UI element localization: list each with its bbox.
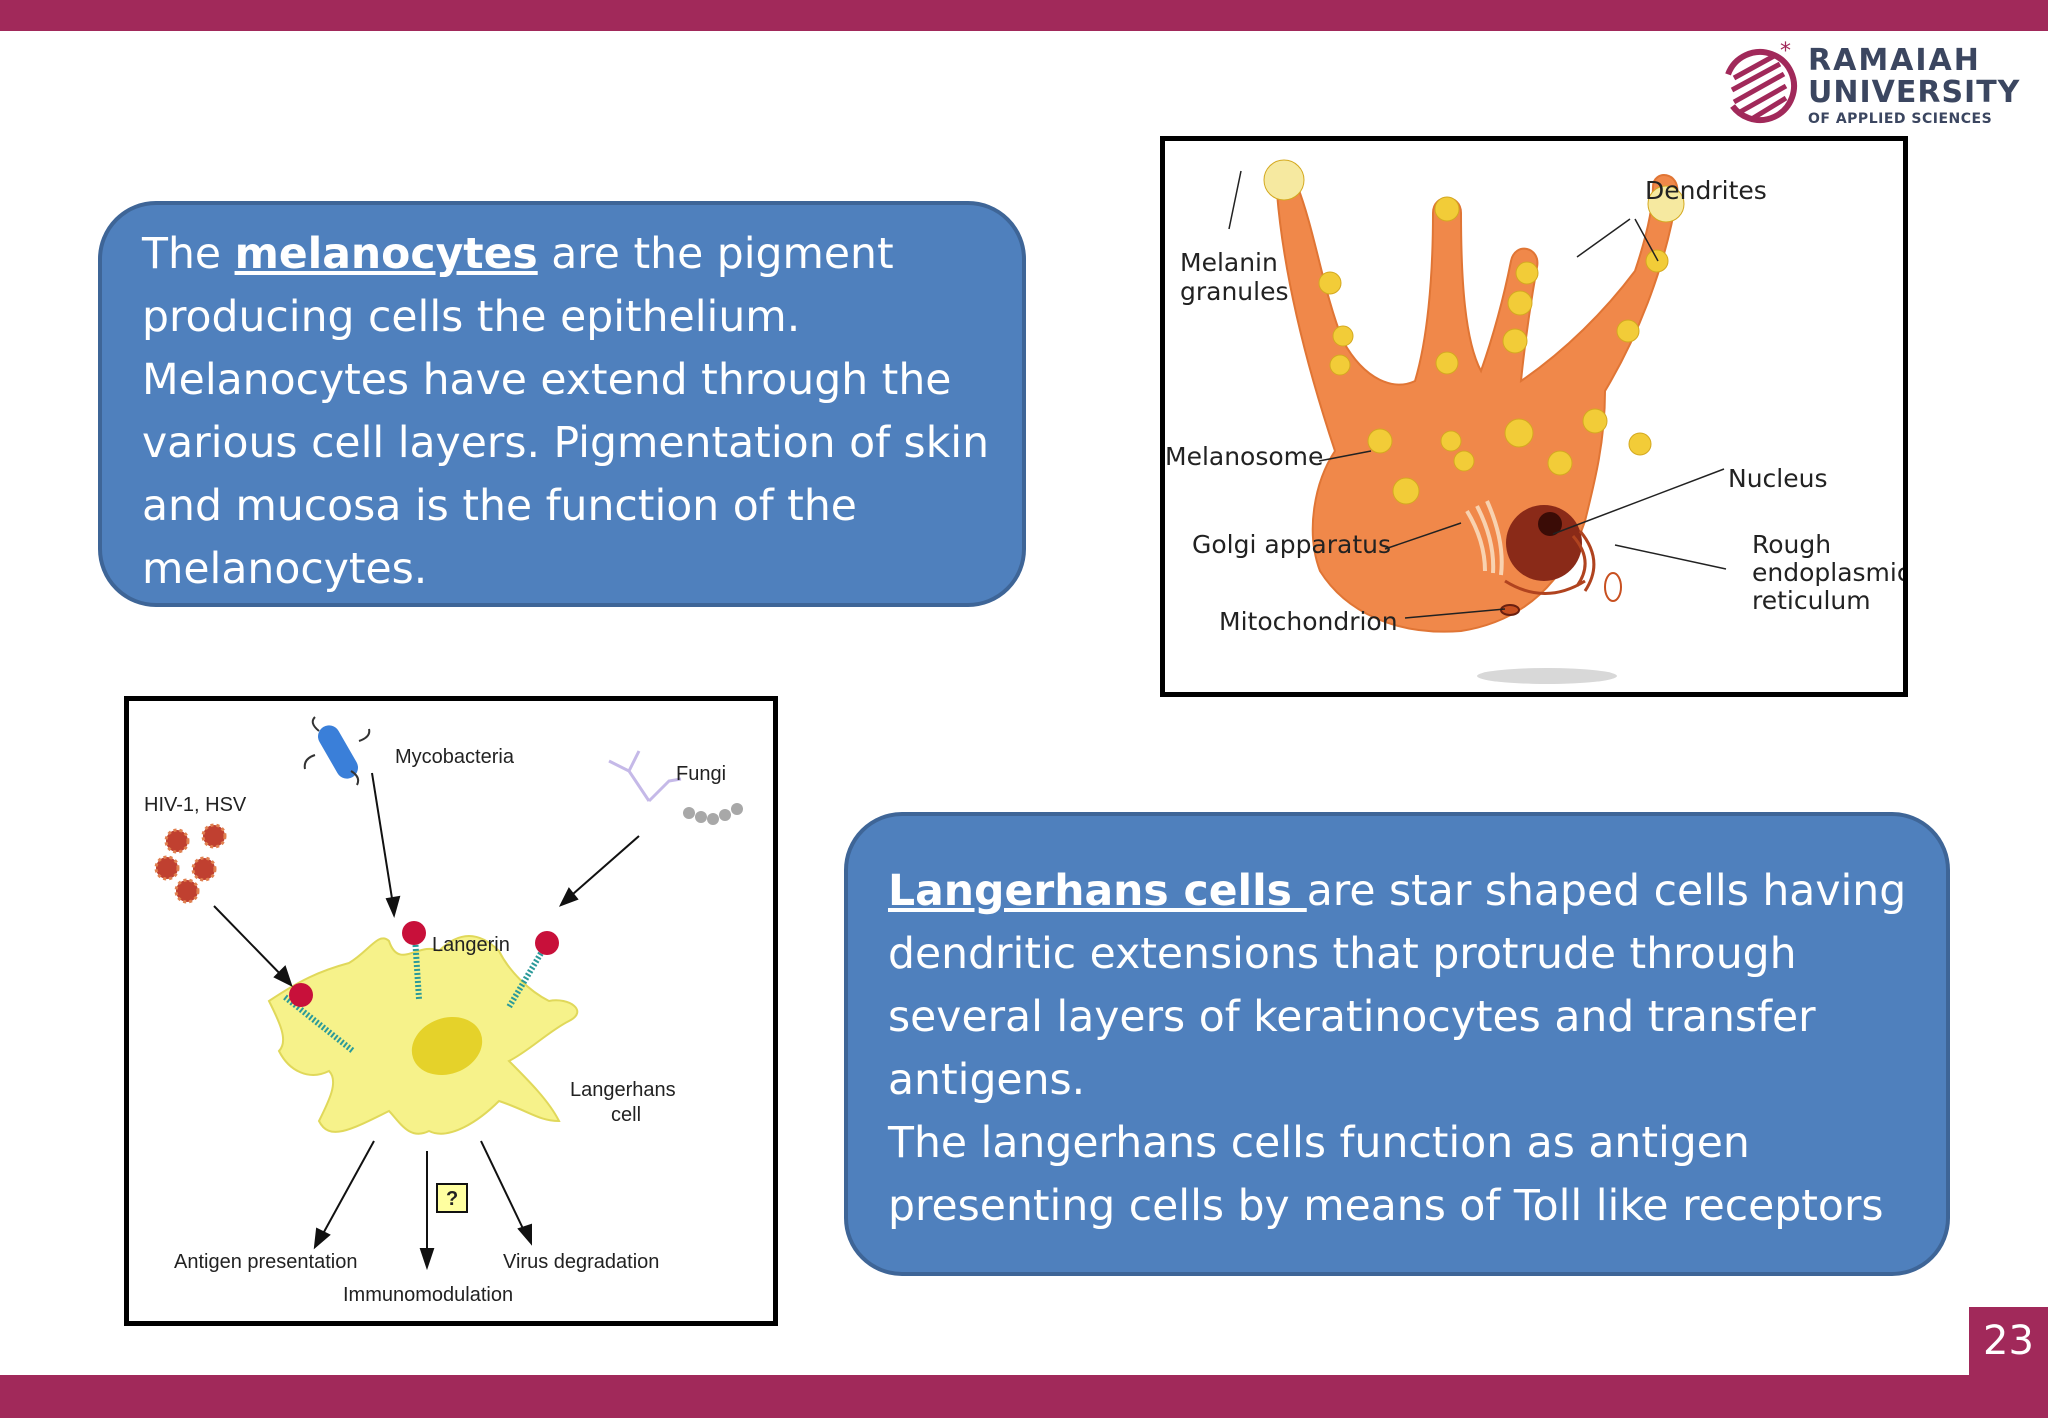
label-antigen-presentation: Antigen presentation [174, 1251, 357, 1273]
langerhans-diagram: ? Mycobacteria Fungi HIV-1, HSV Langerin… [124, 696, 778, 1326]
langerhans-description-callout: Langerhans cells are star shaped cells h… [844, 812, 1950, 1276]
melanocyte-description-callout: The melanocytes are the pigment producin… [98, 201, 1026, 607]
mycobacteria-icon [303, 716, 371, 786]
label-question: ? [446, 1188, 458, 1210]
shadow-shape [1477, 668, 1617, 684]
label-melanin-granules-1: Melanin [1180, 248, 1278, 277]
nucleus-shape [1506, 505, 1582, 581]
label-immunomodulation: Immunomodulation [343, 1284, 513, 1306]
label-melanosome: Melanosome [1165, 442, 1323, 471]
mitochondrion-shape [1500, 604, 1520, 616]
university-logo: * RAMAIAH UNIVERSITY OF APPLIED SCIENCES [1722, 38, 2022, 134]
melanocyte-text-prefix: The [142, 230, 235, 279]
langerhans-text-body: are star shaped cells having dendritic e… [888, 867, 1907, 1105]
label-langerin: Langerin [432, 934, 510, 956]
langerhans-text-body-2: The langerhans cells function as antigen… [888, 1119, 1884, 1231]
label-langerhans-1: Langerhans [570, 1079, 676, 1101]
fungi-icon [608, 750, 682, 803]
rer-shape [1504, 530, 1596, 595]
fungi-spores-icon [683, 803, 743, 825]
label-virus-degradation: Virus degradation [503, 1251, 659, 1273]
melanocyte-term: melanocytes [234, 230, 538, 279]
question-box [436, 1183, 468, 1213]
label-fungi: Fungi [676, 763, 726, 785]
logo-line-2: UNIVERSITY [1808, 75, 2021, 110]
top-brand-bar [0, 0, 2048, 31]
melanosome-granules [1263, 159, 1685, 505]
label-nucleus: Nucleus [1728, 464, 1828, 493]
virus-particles-icon [154, 823, 227, 904]
label-langerhans-2: cell [611, 1104, 641, 1126]
langerhans-term: Langerhans cells [888, 867, 1307, 916]
label-mitochondrion: Mitochondrion [1219, 607, 1398, 636]
melanocyte-cell-body [1272, 174, 1679, 633]
logo-line-3: OF APPLIED SCIENCES [1808, 111, 1993, 127]
svg-text:*: * [1780, 39, 1791, 64]
label-dendrites: Dendrites [1645, 176, 1767, 205]
langerin-receptor-icons [283, 921, 559, 1054]
label-hiv: HIV-1, HSV [144, 794, 247, 816]
melanocyte-text-body: are the pigment producing cells the epit… [142, 230, 990, 594]
label-mycobacteria: Mycobacteria [395, 746, 515, 768]
label-melanin-granules-2: granules [1180, 277, 1289, 306]
langerhans-nucleus-shape [411, 1016, 483, 1076]
page-number: 23 [1969, 1307, 2048, 1375]
melanocyte-diagram: Melanin granules Dendrites Melanosome Nu… [1160, 136, 1908, 697]
label-rer-2: endoplasmic [1752, 558, 1903, 587]
label-rer-3: reticulum [1752, 586, 1871, 615]
label-rer-1: Rough [1752, 530, 1831, 559]
bottom-brand-bar [0, 1375, 2048, 1418]
golgi-shape [1465, 500, 1504, 576]
logo-line-1: RAMAIAH [1808, 43, 1981, 78]
logo-mark-icon: * [1723, 39, 1797, 123]
label-golgi: Golgi apparatus [1192, 530, 1391, 559]
